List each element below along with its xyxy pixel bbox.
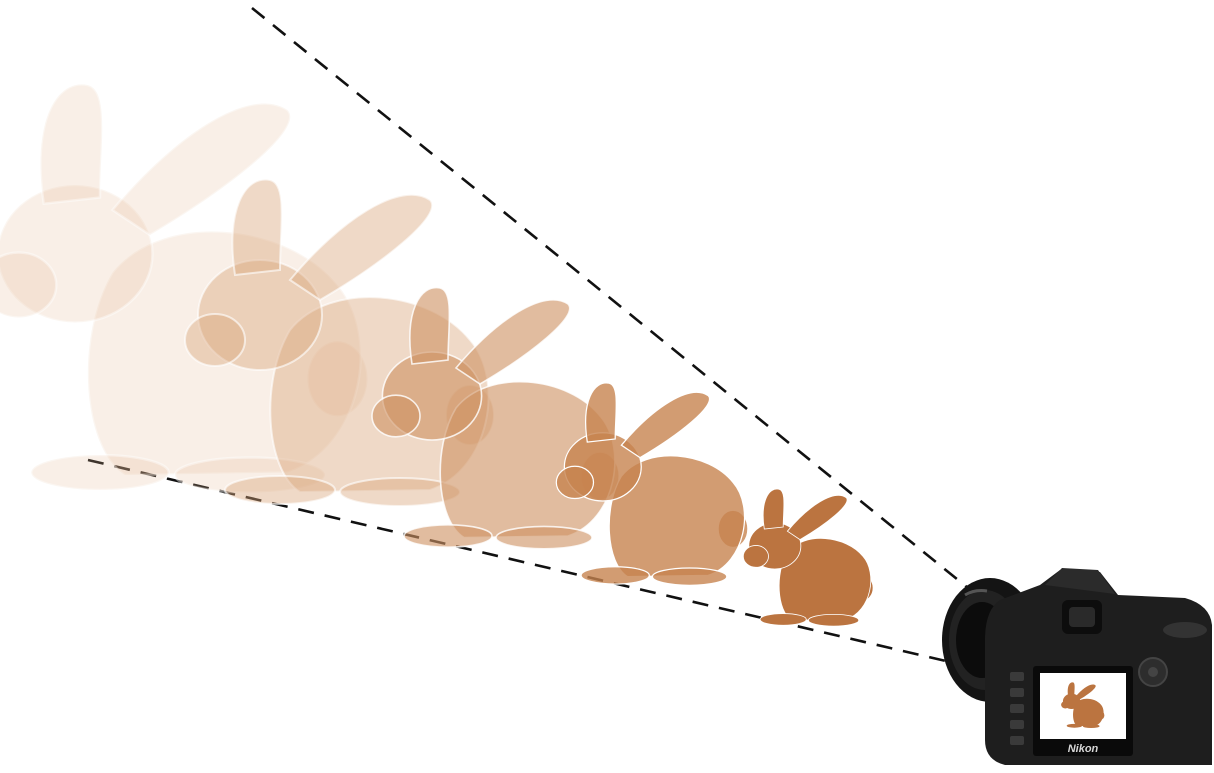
camera-brand-label: Nikon (1068, 743, 1099, 755)
camera-icon: Nikon (942, 568, 1212, 765)
bunny-5 (743, 489, 873, 626)
